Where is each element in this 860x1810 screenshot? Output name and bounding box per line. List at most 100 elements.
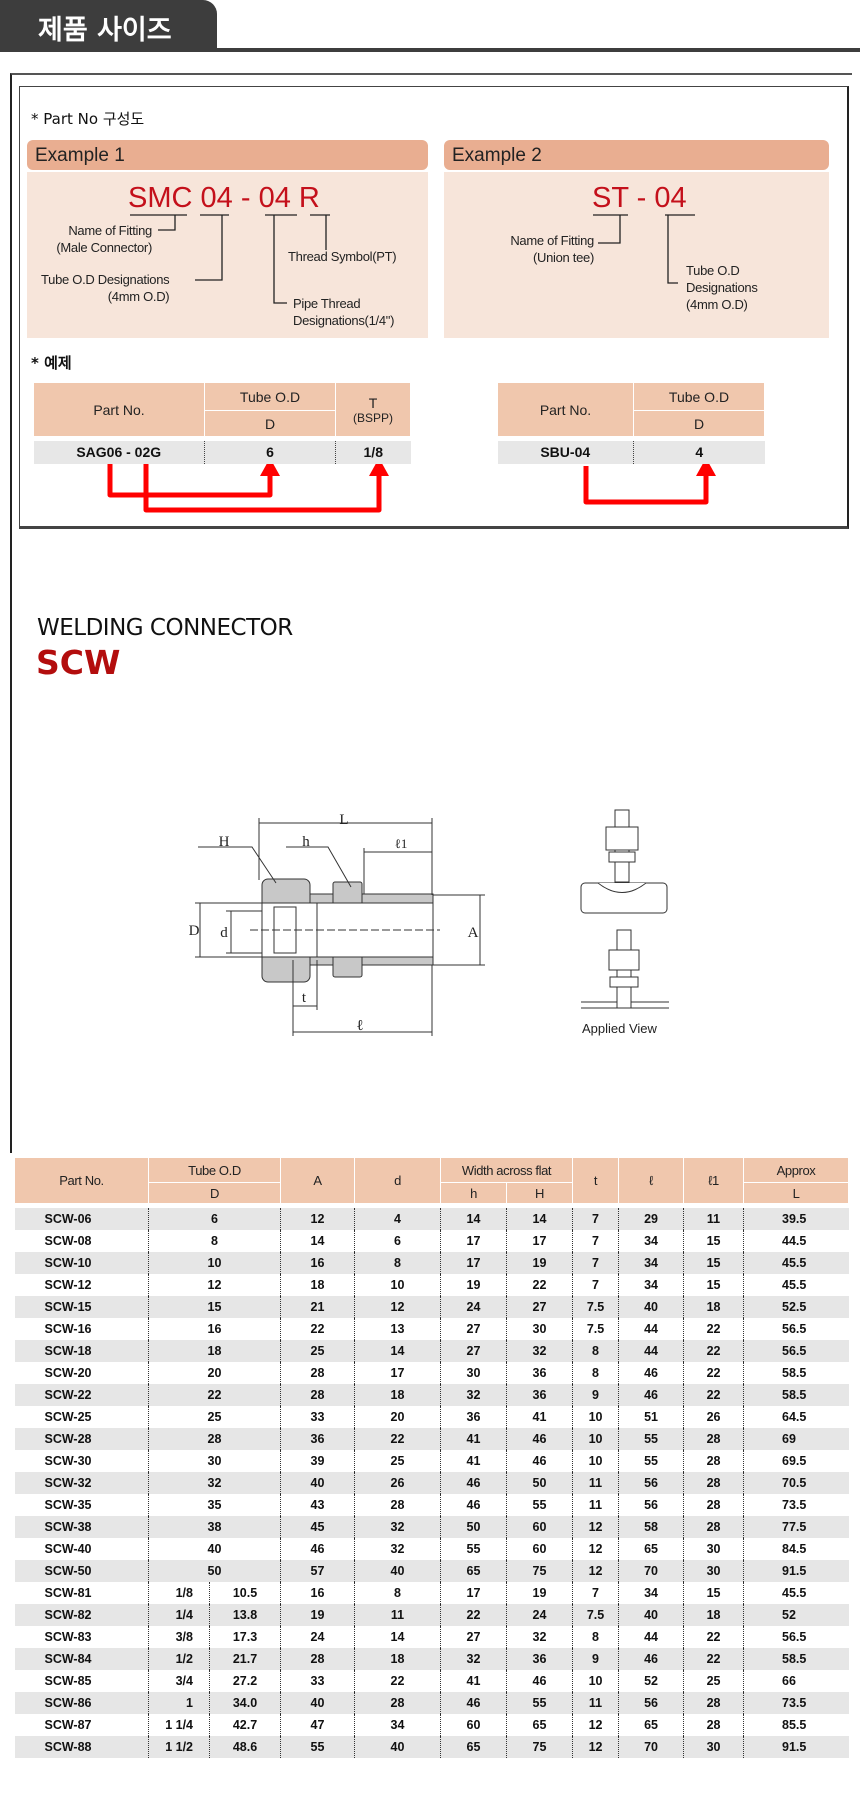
table-cell: 36 — [280, 1427, 355, 1450]
table-cell: 91.5 — [743, 1559, 849, 1582]
table-cell: 30 — [148, 1449, 281, 1472]
table-cell: 22 — [354, 1669, 441, 1692]
title-divider — [0, 48, 860, 52]
table-cell: 15 — [683, 1581, 744, 1604]
table-cell: 3/4 — [148, 1669, 210, 1692]
table-cell: 55 — [618, 1449, 684, 1472]
table-cell: SCW-85 — [44, 1673, 92, 1688]
table-cell: 44 — [618, 1339, 684, 1362]
table-cell: 20 — [354, 1405, 441, 1428]
table-cell: 40 — [618, 1603, 684, 1626]
code-part-name: ST — [592, 182, 629, 214]
table-cell: 77.5 — [743, 1515, 849, 1538]
col-tube-od: Tube O.D — [204, 382, 336, 411]
table-cell: 46 — [440, 1691, 507, 1714]
table-cell: 25 — [354, 1449, 441, 1472]
example1-label: Example 1 — [35, 145, 125, 166]
table-cell: 22 — [683, 1647, 744, 1670]
table-cell: 75 — [505, 1559, 573, 1582]
table-cell: 22 — [148, 1383, 281, 1406]
table-cell: 18 — [280, 1273, 355, 1296]
table-cell: 34 — [618, 1251, 684, 1274]
table-cell: 21 — [280, 1295, 355, 1318]
table-cell: 32 — [354, 1515, 441, 1538]
table-cell: 11 — [572, 1471, 619, 1494]
table-cell: 46 — [618, 1361, 684, 1384]
table-cell: 55 — [440, 1537, 507, 1560]
table-cell: 65 — [440, 1559, 507, 1582]
table-cell: 32 — [354, 1537, 441, 1560]
table-cell: 36 — [505, 1361, 573, 1384]
table-cell: 28 — [280, 1383, 355, 1406]
table-cell: 38 — [148, 1515, 281, 1538]
table-cell: 1 — [148, 1691, 210, 1714]
dim-l1: ℓ1 — [395, 836, 408, 851]
table-cell: 30 — [683, 1537, 744, 1560]
table-cell: 18 — [354, 1383, 441, 1406]
table-cell: 42.7 — [209, 1713, 281, 1736]
table-cell: 60 — [505, 1537, 573, 1560]
table-cell: 47 — [280, 1713, 355, 1736]
dim-d: d — [220, 925, 228, 941]
table-cell: 7.5 — [572, 1295, 619, 1318]
table-cell: SCW-28 — [14, 1427, 149, 1450]
table-cell: 1/2 — [148, 1647, 210, 1670]
table-cell: SCW-30 — [44, 1453, 92, 1468]
col-part-no: Part No. — [14, 1157, 149, 1204]
table-cell: SCW-15 — [14, 1295, 149, 1318]
table-cell: 16 — [148, 1317, 281, 1340]
table-cell: SCW-10 — [14, 1251, 149, 1274]
col-d: d — [354, 1157, 441, 1204]
table-cell: 8 — [572, 1339, 619, 1362]
col-A: A — [280, 1157, 355, 1204]
table-cell: SCW-82 — [14, 1603, 149, 1626]
table-cell: 45.5 — [743, 1251, 849, 1274]
table-cell: 17 — [440, 1581, 507, 1604]
table-cell: 52.5 — [743, 1295, 849, 1318]
example2-header: Example 2 — [444, 140, 829, 170]
code-part-name: SMC — [128, 182, 193, 214]
table-cell: 65 — [618, 1713, 684, 1736]
example1-thread-symbol: Thread Symbol(PT) — [288, 249, 397, 264]
table-cell: 28 — [683, 1713, 744, 1736]
table-cell: 56.5 — [743, 1339, 849, 1362]
applied-view-illustration — [580, 809, 669, 1009]
table-cell: 66 — [743, 1669, 849, 1692]
col-part-no: Part No. — [497, 382, 634, 437]
col-tube-od: Tube O.D — [633, 382, 765, 411]
table-cell: 40 — [280, 1471, 355, 1494]
example2-label: Example 2 — [452, 145, 542, 166]
table-cell: 27 — [440, 1339, 507, 1362]
table-cell: 12 — [572, 1735, 619, 1758]
table-cell: 41 — [440, 1427, 507, 1450]
table-cell: 22 — [354, 1427, 441, 1450]
table-cell: 29 — [618, 1207, 684, 1230]
table-cell: 39 — [280, 1449, 355, 1472]
table-cell: 7 — [572, 1207, 619, 1230]
table-cell: 12 — [354, 1295, 441, 1318]
table-cell: 10 — [354, 1273, 441, 1296]
table-cell: 9 — [572, 1647, 619, 1670]
table-cell: 15 — [683, 1229, 744, 1252]
table-cell: 41 — [440, 1449, 507, 1472]
table-cell: 50 — [148, 1559, 281, 1582]
dim-H: H — [219, 834, 230, 850]
table-cell: 14 — [505, 1207, 573, 1230]
table-cell: 58.5 — [743, 1361, 849, 1384]
table-cell: 65 — [618, 1537, 684, 1560]
col-D: D — [148, 1182, 281, 1204]
table-cell: 58.5 — [743, 1647, 849, 1670]
table-cell: SCW-06 — [14, 1207, 149, 1230]
example1-code: SMC 04 - 04 R — [128, 182, 320, 215]
table-cell: 28 — [354, 1493, 441, 1516]
table-cell: SCW-35 — [44, 1497, 92, 1512]
table-cell: 11 — [572, 1493, 619, 1516]
